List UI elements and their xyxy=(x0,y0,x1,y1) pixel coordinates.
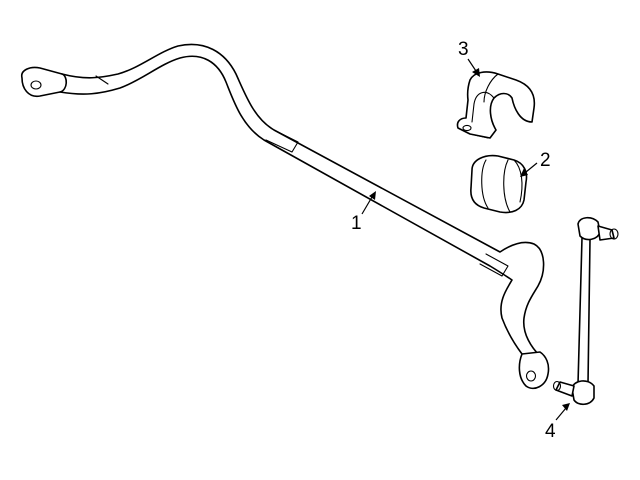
bushing-body xyxy=(470,154,528,214)
stabilizer-bar-bushing-mark-right xyxy=(479,253,509,277)
link-upper-stud-end xyxy=(609,228,619,240)
stabilizer-bar-left-eye xyxy=(20,66,68,98)
stabilizer-bar-bushing-mark-left xyxy=(265,129,299,153)
bracket[interactable] xyxy=(456,71,536,139)
bushing[interactable] xyxy=(470,154,528,214)
link-rod-left xyxy=(577,237,583,385)
callout-4: 4 xyxy=(545,403,570,442)
callout-1: 1 xyxy=(351,191,376,234)
link-lower-stud-end xyxy=(552,380,562,392)
bracket-flange xyxy=(457,127,489,139)
bushing-groove-left xyxy=(481,159,489,209)
callout-label-4: 4 xyxy=(545,421,556,442)
stabilizer-link[interactable] xyxy=(552,216,619,406)
bushing-face xyxy=(513,159,523,203)
bushing-groove-right xyxy=(503,159,511,213)
stabilizer-bar-right-eye xyxy=(518,351,550,390)
stabilizer-bar[interactable] xyxy=(20,43,550,390)
link-lower-joint xyxy=(571,380,595,406)
stabilizer-bar-lower-edge xyxy=(59,55,523,355)
link-lower-stud xyxy=(555,381,575,397)
link-upper-joint xyxy=(577,216,601,241)
stabilizer-bar-right-eye-hole xyxy=(525,370,537,382)
bracket-inner-arch xyxy=(471,91,495,123)
link-rod-right xyxy=(587,239,591,385)
callout-label-2: 2 xyxy=(540,150,551,171)
callout-label-1: 1 xyxy=(351,213,362,234)
callout-label-3: 3 xyxy=(458,39,469,60)
bracket-body xyxy=(456,71,536,139)
callout-3: 3 xyxy=(458,39,480,77)
bracket-bolt-hole xyxy=(462,124,472,132)
stabilizer-bar-detail xyxy=(95,75,109,85)
stabilizer-bar-left-eye-hole xyxy=(30,80,42,90)
callout-2: 2 xyxy=(520,150,551,177)
bracket-edge xyxy=(483,73,499,103)
